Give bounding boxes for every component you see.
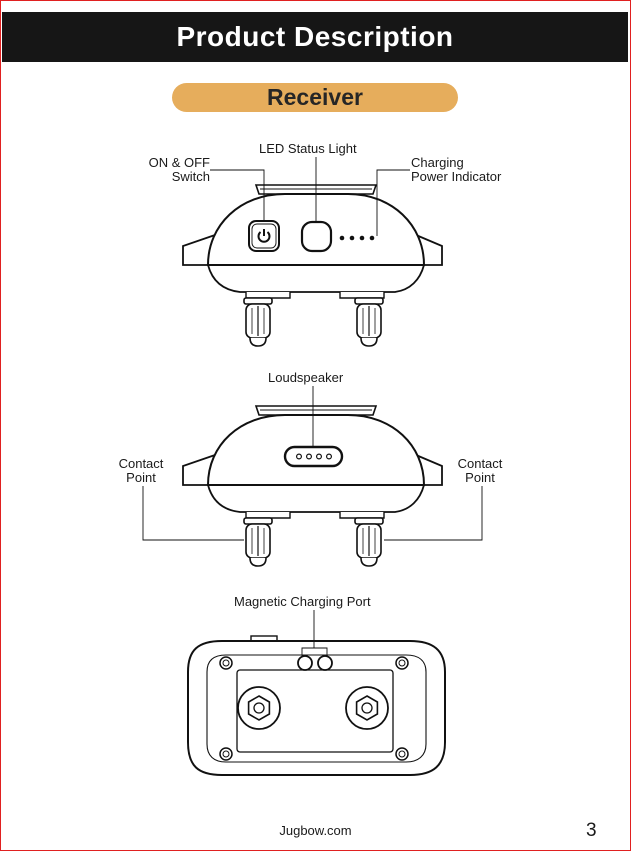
contact-point-left-label: Contact Point <box>108 457 174 485</box>
charging-pin-left <box>298 656 312 670</box>
on-off-switch-label: ON & OFF Switch <box>120 156 210 184</box>
loudspeaker-grille <box>285 447 342 466</box>
led-status-light <box>302 222 331 251</box>
page-number: 3 <box>586 820 597 842</box>
magnetic-charging-port-label: Magnetic Charging Port <box>234 595 371 609</box>
loudspeaker-label: Loudspeaker <box>268 371 343 385</box>
charging-pin-right <box>318 656 332 670</box>
receiver-bottom-view <box>188 610 445 775</box>
receiver-front-view <box>183 157 442 346</box>
led-status-light-label: LED Status Light <box>259 142 357 156</box>
charging-power-indicator-label: Charging Power Indicator <box>411 156 501 184</box>
contact-point-right-label: Contact Point <box>447 457 513 485</box>
footer-website: Jugbow.com <box>0 823 631 838</box>
receiver-back-view <box>143 386 482 566</box>
